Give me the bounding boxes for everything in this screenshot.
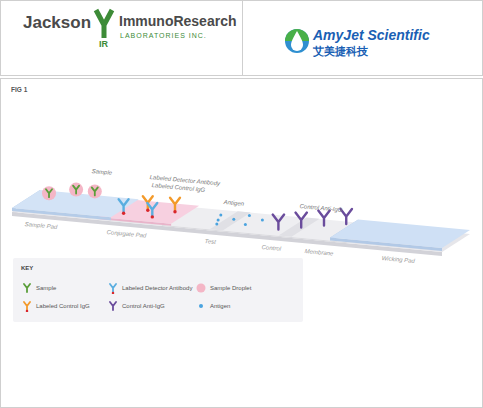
sample-droplet [42,186,56,200]
emblem-drop [291,31,303,51]
antibody-symbol [24,302,30,310]
legend-text: Labeled Detector Antibody [122,285,192,291]
legend-icon [21,300,33,312]
antibody-symbol [170,198,180,211]
box-text: KEY [21,265,33,272]
part-label: Control [261,244,281,252]
panel-box: Jackson ImmunoResearchLABORATORIES INC. [0,0,242,76]
sample-droplet [88,184,102,198]
legend-item: Control Anti-IgG [107,300,165,312]
panel-box: FIG 1 KEY SampleLabeled Control IgG Labeled… [0,78,483,408]
antibody-symbol [147,203,157,216]
part-label: Control Anti-IgG [299,203,342,214]
legend-text: Labeled Control IgG [36,303,90,309]
antibody-symbol [24,284,30,292]
part-label: Membrane [304,248,333,257]
antigen-dot [261,218,264,221]
antibody-symbol [318,211,329,226]
part-label: Test [204,238,216,246]
antigen-dot [232,218,235,221]
legend-icon [195,282,207,294]
part-label: Sample Pad [24,221,57,231]
legend-text: Antigen [210,303,230,309]
antigen-dot [244,223,247,226]
box-text: 艾美捷科技 [313,45,368,58]
legend-icon [195,300,207,312]
legend-text: Sample [36,285,56,291]
part-label: Wicking Pad [381,255,415,265]
legend-icon [21,282,33,294]
box-text: AmyJet Scientific [313,27,430,43]
panel-box: AmyJet Scientific 艾美捷科技 [242,0,483,76]
legend-text: Sample Droplet [210,285,251,291]
control-line [279,218,320,237]
box-text: FIG 1 [11,86,27,93]
antibody-symbol [341,209,352,224]
part-label: Conjugate Pad [106,229,146,239]
legend-item: Labeled Control IgG [21,300,90,312]
legend-item: Sample [21,282,56,294]
sample-droplet [69,183,83,197]
box-text: Jackson [23,13,91,33]
label-dot [151,215,154,218]
label-dot [173,210,176,213]
antibody-symbol [119,199,129,212]
legend-droplet [197,284,206,293]
antigen-dot [215,222,218,225]
antibody-symbol [73,186,79,194]
antibody-symbol [296,213,307,228]
antibody-symbol [273,215,284,230]
legend-dot [199,304,203,308]
label-dot [146,209,149,212]
test-line [210,211,251,230]
jackson-emblem [96,10,112,38]
legend-item: Sample Droplet [195,282,251,294]
antibody-symbol [92,187,98,195]
label-dot [26,310,29,312]
emblem-ring [285,29,309,53]
antigen-dot [217,218,220,221]
legend-icon [107,282,119,294]
legend-item: Antigen [195,300,230,312]
part-label: Antigen [223,199,244,207]
label-dot [122,212,125,215]
legend-item: Labeled Detector Antibody [107,282,192,294]
part-label: IR [99,40,108,50]
antigen-dot [219,214,222,217]
wicking-pad [330,220,470,248]
molecules [42,183,352,230]
box-text: LABORATORIES INC. [120,32,207,40]
part-label: Sample [91,168,112,176]
box-text: ImmunoResearch [119,13,236,29]
amyjet-emblem [285,29,309,53]
legend-text: Control Anti-IgG [122,303,165,309]
antigen-dot [248,214,251,217]
antibody-symbol [110,302,116,310]
label-dot [112,292,115,294]
panel-box: KEY SampleLabeled Control IgG Labeled Dete… [13,258,303,322]
antibody-symbol [110,284,116,292]
antibody-symbol [46,189,52,197]
legend-icon [107,300,119,312]
